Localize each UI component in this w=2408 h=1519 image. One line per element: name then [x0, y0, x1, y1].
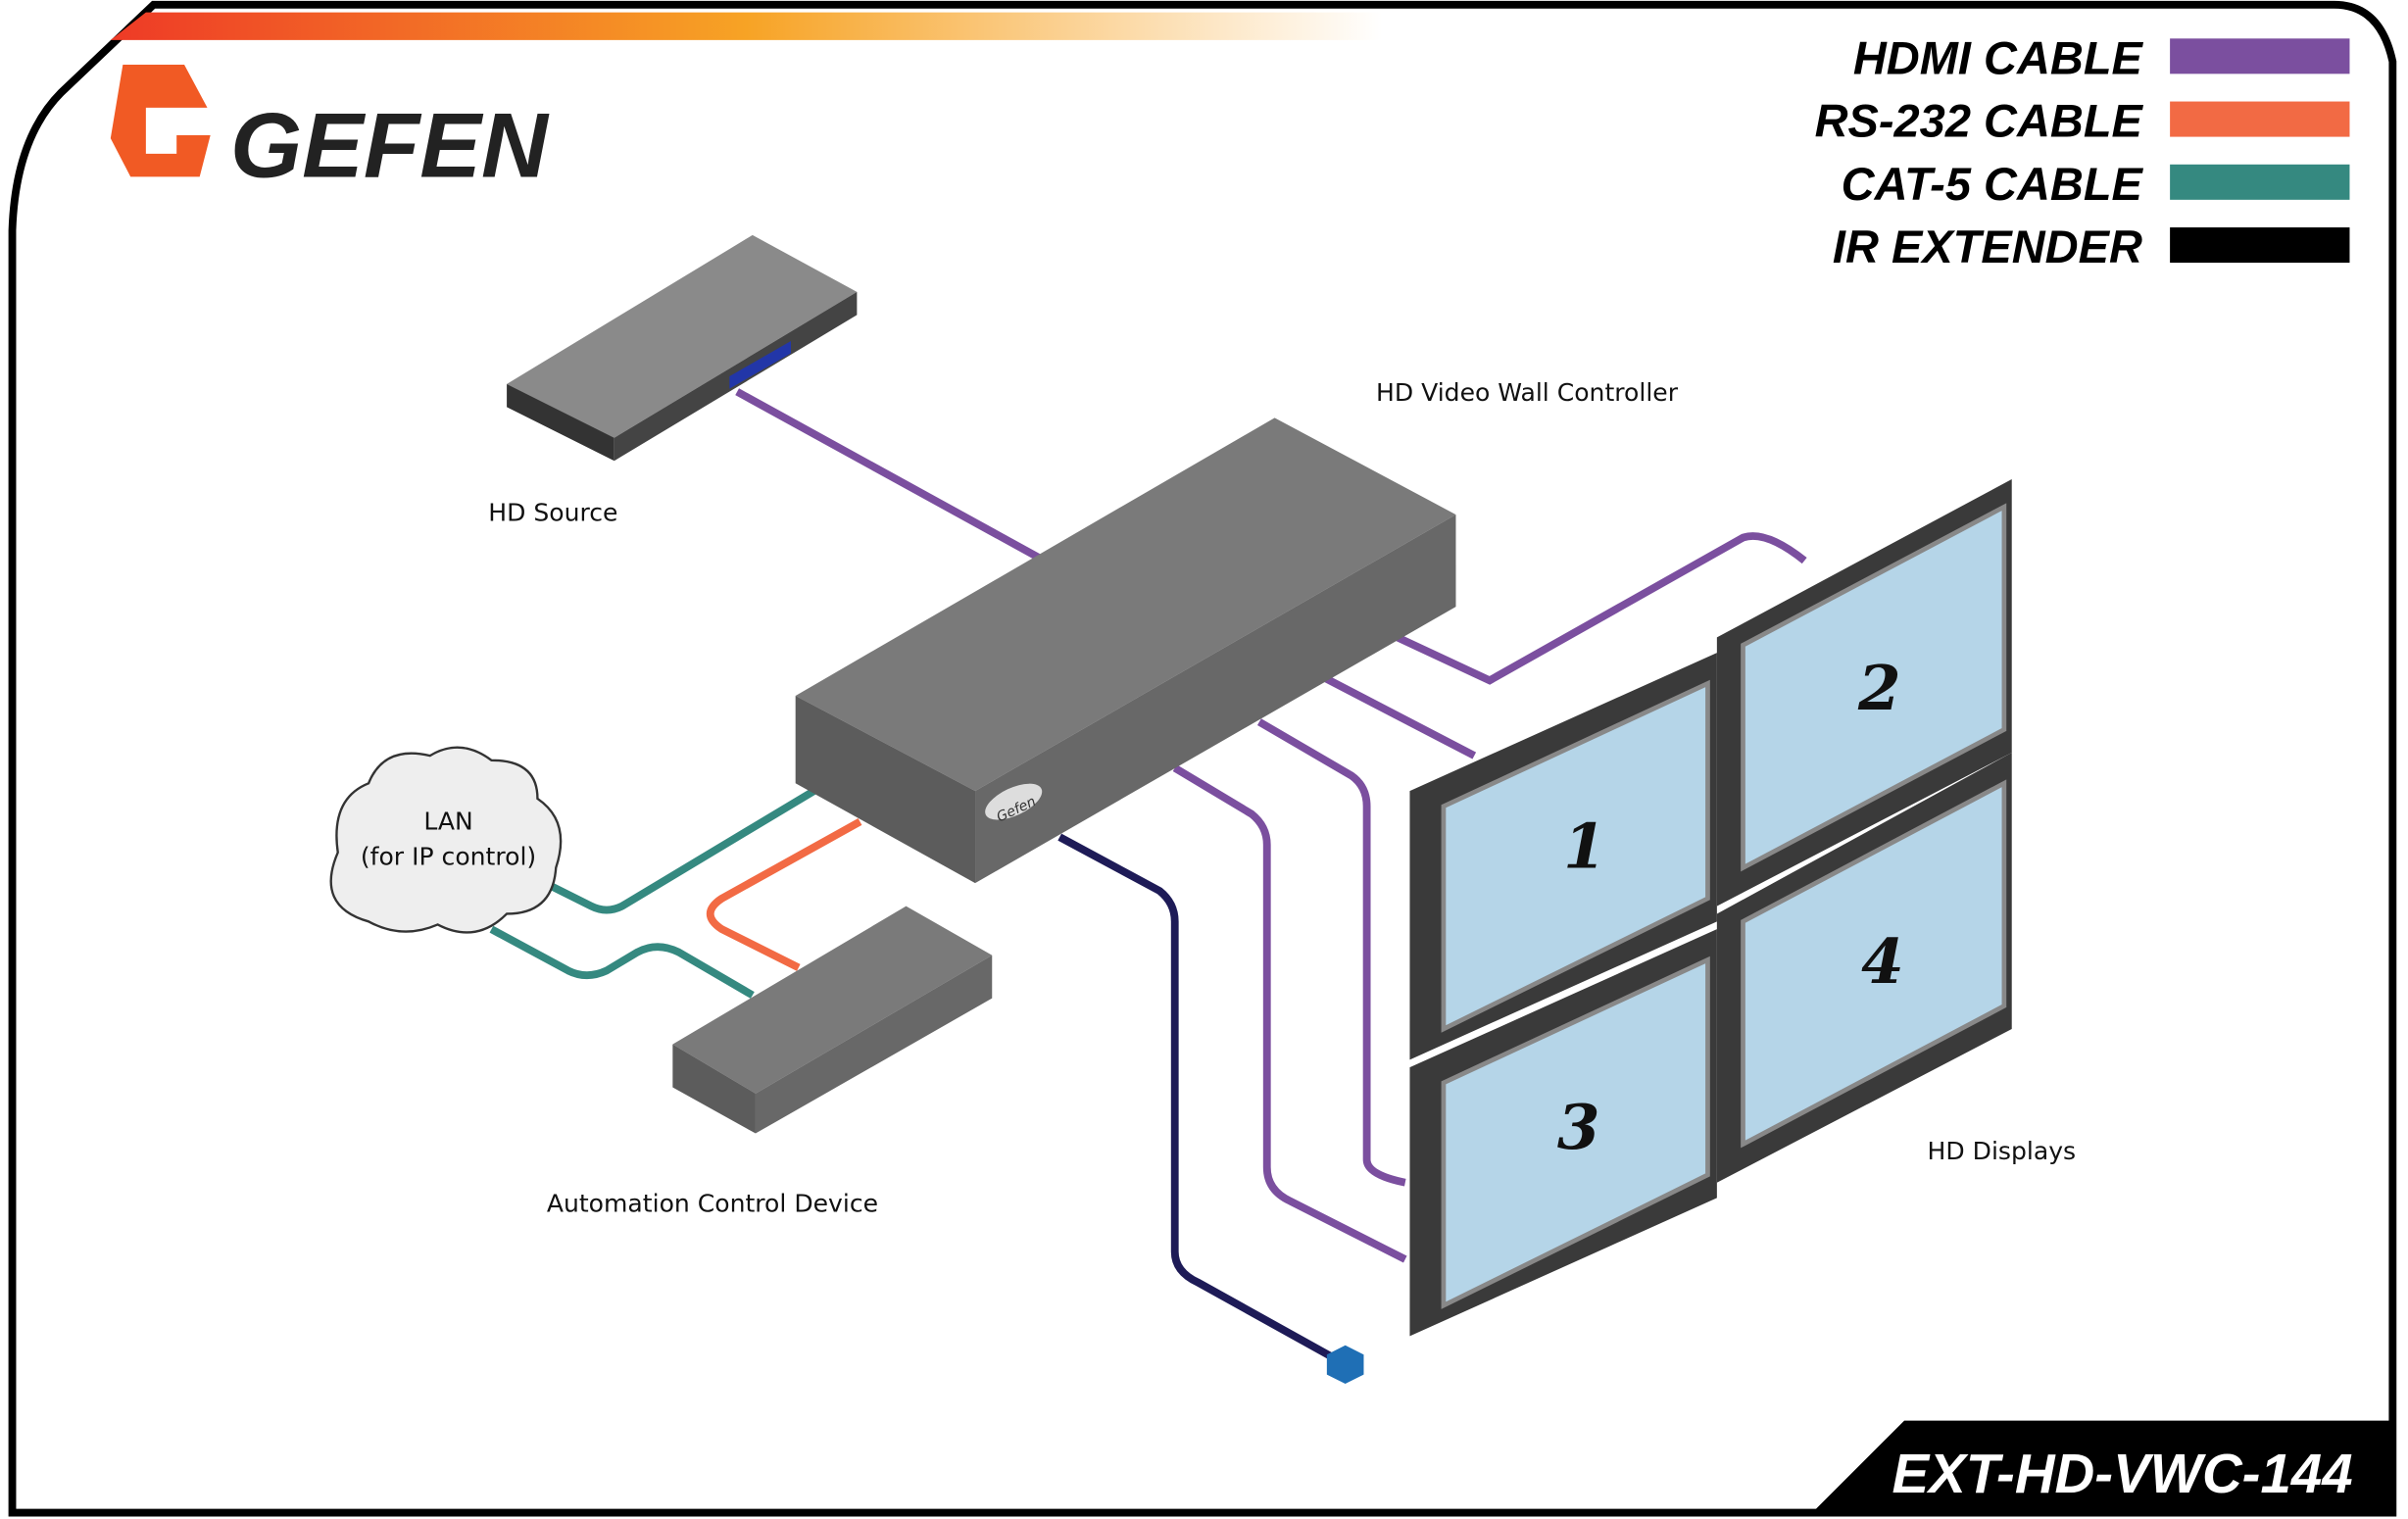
legend-swatch-cat5 [2170, 164, 2350, 200]
display-number-3: 3 [1557, 1091, 1600, 1163]
legend-swatch-ir [2170, 227, 2350, 264]
hd-source-label: HD Source [488, 498, 617, 526]
display-1: 1 [1409, 653, 1717, 1060]
display-3: 3 [1409, 929, 1717, 1337]
legend-label-cat5: CAT-5 CABLE [1842, 158, 2144, 210]
legend-label-ir: IR EXTENDER [1833, 220, 2142, 272]
automation-label: Automation Control Device [547, 1189, 878, 1217]
automation-control-device [672, 906, 993, 1134]
display-number-4: 4 [1861, 925, 1904, 998]
display-2: 2 [1716, 479, 2012, 906]
lan-label: LAN [423, 807, 472, 835]
cables [489, 388, 1807, 1363]
legend-swatch-hdmi [2170, 38, 2350, 74]
displays-label: HD Displays [1928, 1137, 2077, 1165]
logo-text: GEFEN [230, 93, 550, 196]
display-number-2: 2 [1857, 652, 1901, 724]
model-badge [1812, 1420, 2396, 1513]
model-number: EXT-HD-VWC-144 [1892, 1443, 2352, 1504]
legend: HDMI CABLE RS-232 CABLE CAT-5 CABLE IR E… [1815, 31, 2350, 272]
display-4: 4 [1716, 752, 2012, 1183]
ir-extender-emitter [1326, 1345, 1364, 1384]
video-wall-controller: Gefen [795, 417, 1456, 884]
lan-sublabel: (for IP control) [361, 842, 536, 870]
header-gradient-bar [110, 12, 1383, 40]
lan-cloud: LAN (for IP control) [329, 746, 563, 934]
gefen-logo: GEFEN [110, 64, 550, 196]
legend-label-hdmi: HDMI CABLE [1853, 31, 2144, 83]
hd-source-device [507, 234, 858, 462]
display-number-1: 1 [1563, 809, 1606, 882]
display-wall: 2 1 4 3 [1409, 479, 2012, 1337]
legend-label-rs232: RS-232 CABLE [1815, 95, 2144, 147]
legend-swatch-rs232 [2170, 101, 2350, 137]
controller-label: HD Video Wall Controller [1376, 378, 1679, 407]
